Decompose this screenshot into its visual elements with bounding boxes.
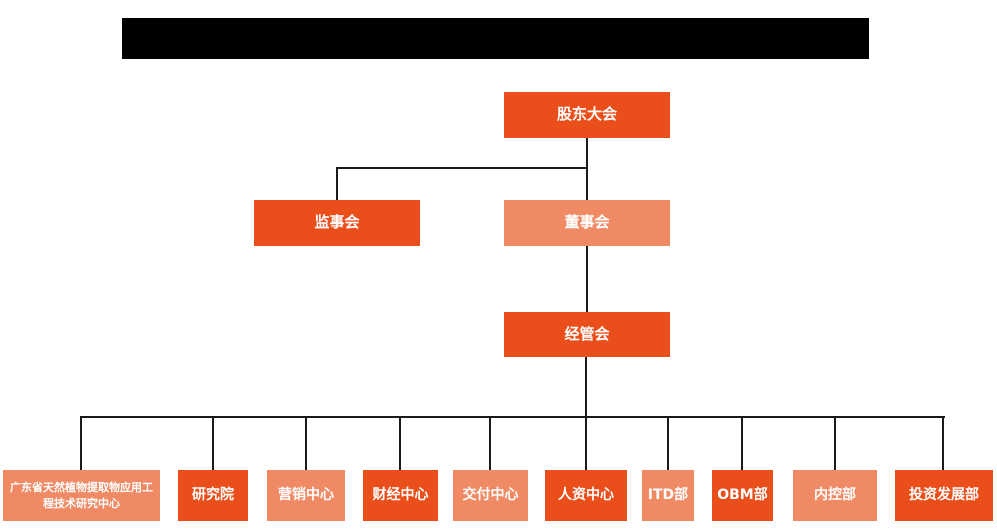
connector-line <box>585 417 587 470</box>
redacted-title-bar <box>122 18 869 59</box>
org-node-gd-research-center: 广东省天然植物提取物应用工程技术研究中心 <box>3 470 160 521</box>
org-node-label: 研究院 <box>192 487 234 504</box>
org-node-marketing-center: 营销中心 <box>267 470 345 521</box>
connector-line <box>942 417 944 470</box>
connector-line <box>834 417 836 470</box>
org-node-label: 监事会 <box>314 213 360 232</box>
org-node-research-institute: 研究院 <box>178 470 248 521</box>
org-node-finance-center: 财经中心 <box>363 470 438 521</box>
org-node-investment-dev-dept: 投资发展部 <box>895 470 993 521</box>
org-node-internal-control-dept: 内控部 <box>793 470 877 521</box>
org-node-board-of-directors: 董事会 <box>504 200 670 246</box>
org-node-label: 经管会 <box>564 324 610 343</box>
connector-line <box>667 417 669 470</box>
org-node-label: 股东大会 <box>556 105 617 124</box>
org-node-label: 投资发展部 <box>909 487 979 504</box>
connector-line <box>336 167 588 169</box>
org-node-hr-center: 人资中心 <box>545 470 627 521</box>
connector-line <box>80 417 82 470</box>
org-node-label: 财经中心 <box>372 487 429 504</box>
org-node-supervisory-board: 监事会 <box>254 200 420 246</box>
org-node-delivery-center: 交付中心 <box>453 470 528 521</box>
org-node-shareholders-meeting: 股东大会 <box>504 92 670 138</box>
org-node-label: ITD部 <box>647 487 689 504</box>
connector-line <box>586 138 588 168</box>
org-node-label: 董事会 <box>564 213 610 232</box>
connector-line <box>212 417 214 470</box>
connector-line <box>80 416 945 418</box>
org-node-label: 营销中心 <box>278 487 334 504</box>
org-node-label: 交付中心 <box>462 487 519 504</box>
connector-line <box>741 417 743 470</box>
connector-line <box>585 357 587 417</box>
org-node-label: 人资中心 <box>558 487 614 504</box>
org-node-label: OBM部 <box>717 487 768 504</box>
org-node-itd-dept: ITD部 <box>642 470 694 521</box>
org-node-label: 内控部 <box>814 487 856 504</box>
connector-line <box>399 417 401 470</box>
connector-line <box>305 417 307 470</box>
org-node-label: 广东省天然植物提取物应用工程技术研究中心 <box>10 480 153 510</box>
connector-line <box>586 168 588 200</box>
connector-line <box>489 417 491 470</box>
org-node-management-committee: 经管会 <box>504 312 670 357</box>
connector-line <box>586 246 588 312</box>
connector-line <box>336 168 338 200</box>
org-node-obm-dept: OBM部 <box>712 470 773 521</box>
